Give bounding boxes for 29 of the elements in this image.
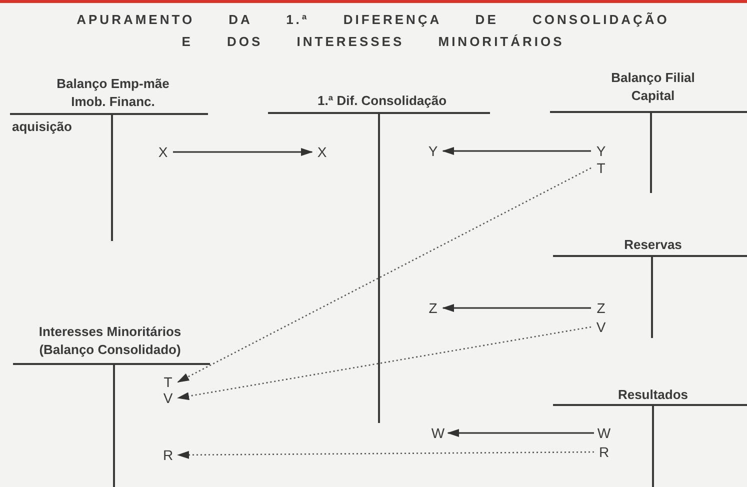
account-heading: 1.ª Dif. Consolidação — [316, 92, 448, 110]
account-entry: T — [160, 374, 176, 390]
arrow — [442, 147, 591, 155]
account-heading: Balanço Filial Capital — [610, 69, 696, 105]
account-heading: Interesses Minoritários (Balanço Consolidado) — [38, 323, 182, 359]
arrow — [173, 148, 313, 156]
account-entry: Z — [425, 300, 441, 316]
account-entry: Z — [593, 300, 609, 316]
account-entry: T — [593, 160, 609, 176]
account-heading: Balanço Emp-mãe Imob. Financ. — [56, 75, 170, 111]
account-entry: W — [596, 425, 612, 441]
dotted-arrow — [177, 167, 592, 383]
account-heading: Resultados — [616, 386, 690, 404]
account-entry: V — [593, 319, 609, 335]
account-entry: X — [155, 144, 171, 160]
account-entry: Y — [593, 143, 609, 159]
diagram-title: APURAMENTO DA 1.ª DIFERENÇA DE CONSOLIDAÇÃO E DOS INTERESSES MINORITÁRIOS — [76, 11, 670, 51]
account-heading: Reservas — [623, 236, 683, 254]
account-note: aquisição — [12, 119, 72, 134]
account-entry: R — [160, 447, 176, 463]
arrow — [442, 304, 591, 312]
account-entry: Y — [425, 143, 441, 159]
dotted-arrow — [177, 326, 592, 400]
arrow — [447, 429, 594, 437]
account-entry: V — [160, 390, 176, 406]
account-entry: W — [430, 425, 446, 441]
account-entry: R — [596, 444, 612, 460]
account-entry: X — [314, 144, 330, 160]
dotted-arrow — [177, 450, 594, 459]
